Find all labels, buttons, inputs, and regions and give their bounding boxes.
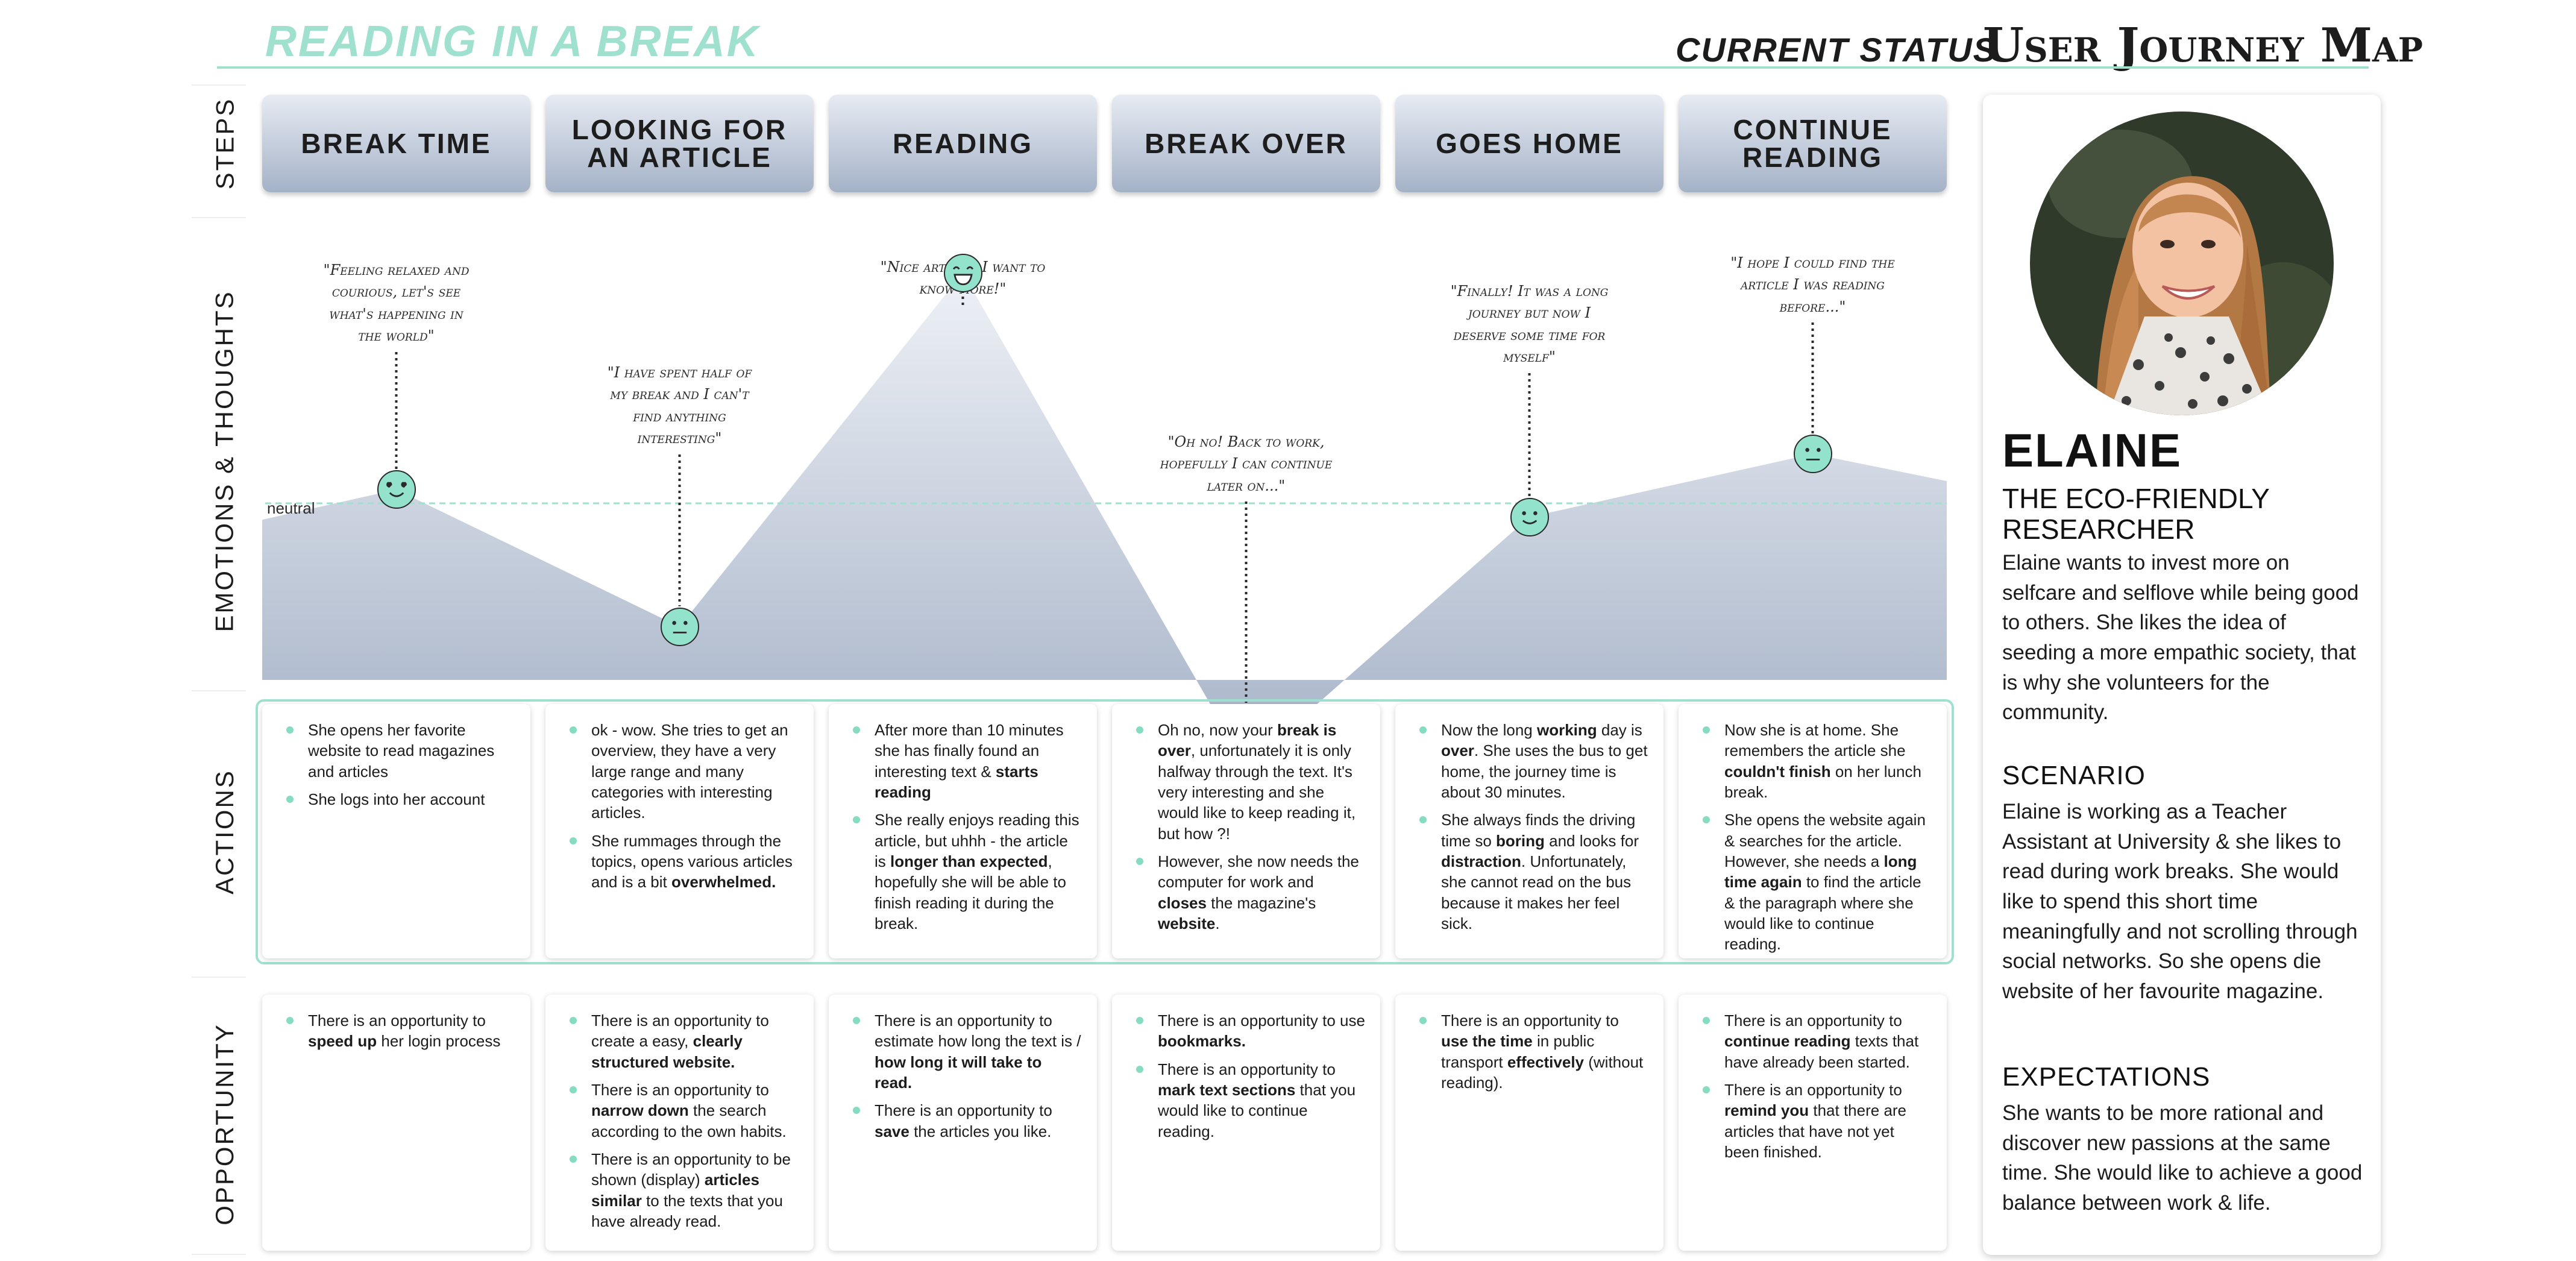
step-reading: READING xyxy=(829,95,1097,192)
row-divider xyxy=(192,84,246,86)
emotion-quote: "I hope I could find the article I was r… xyxy=(1730,254,1895,315)
journey-title: READING IN A BREAK xyxy=(265,17,760,66)
opportunity-item: There is an opportunity to remind you th… xyxy=(1703,1080,1932,1162)
opportunity-card: There is an opportunity to speed up her … xyxy=(262,995,530,1251)
persona-avatar xyxy=(2030,112,2334,415)
action-card: After more than 10 minutes she has final… xyxy=(829,704,1097,958)
emotion-quote: "Finally! It was a long journey but now … xyxy=(1450,283,1609,366)
step-looking-for-article: LOOKING FOR AN ARTICLE xyxy=(545,95,814,192)
row-divider xyxy=(192,690,246,691)
step-goes-home: GOES HOME xyxy=(1395,95,1663,192)
opportunity-list: There is an opportunity to use the time … xyxy=(1410,1010,1649,1093)
persona-role: THE ECO-FRIENDLY RESEARCHER xyxy=(2002,483,2270,545)
action-list: Now she is at home. She remembers the ar… xyxy=(1693,720,1932,954)
row-divider xyxy=(192,1254,246,1255)
opportunity-list: There is an opportunity to continue read… xyxy=(1693,1010,1932,1162)
action-card: ok - wow. She tries to get an overview, … xyxy=(545,704,814,958)
opportunity-item: There is an opportunity to be shown (dis… xyxy=(570,1149,799,1231)
opportunity-list: There is an opportunity to speed up her … xyxy=(277,1010,516,1052)
opportunity-item: There is an opportunity to use the time … xyxy=(1419,1010,1649,1093)
action-card: Oh no, now your break is over, unfortuna… xyxy=(1112,704,1380,958)
row-divider xyxy=(192,217,246,218)
action-item: She opens the website again & searches f… xyxy=(1703,810,1932,954)
opportunity-card: There is an opportunity to create a easy… xyxy=(545,995,814,1251)
action-list: After more than 10 minutes she has final… xyxy=(843,720,1082,934)
opportunity-card: There is an opportunity to use the time … xyxy=(1395,995,1663,1251)
opportunity-card: There is an opportunity to use bookmarks… xyxy=(1112,995,1380,1251)
opportunity-card: There is an opportunity to estimate how … xyxy=(829,995,1097,1251)
opportunity-item: There is an opportunity to continue read… xyxy=(1703,1010,1932,1072)
action-item: She rummages through the topics, opens v… xyxy=(570,831,799,893)
action-item: Now she is at home. She remembers the ar… xyxy=(1703,720,1932,802)
action-list: ok - wow. She tries to get an overview, … xyxy=(560,720,799,893)
very-happy-face-icon xyxy=(943,253,982,292)
map-title: User Journey Map xyxy=(1983,18,2423,73)
step-break-time: BREAK TIME xyxy=(262,95,530,192)
action-list: She opens her favorite website to read m… xyxy=(277,720,516,810)
persona-name: ELAINE xyxy=(2002,424,2182,477)
step-break-over: BREAK OVER xyxy=(1112,95,1380,192)
smile-face-icon xyxy=(1510,497,1549,536)
header-divider xyxy=(217,66,2369,69)
opportunity-item: There is an opportunity to mark text sec… xyxy=(1136,1059,1366,1142)
opportunity-item: There is an opportunity to speed up her … xyxy=(286,1010,516,1052)
status-label: CURRENT STATUS xyxy=(1676,31,1997,69)
emotion-area xyxy=(262,272,1947,767)
action-item: After more than 10 minutes she has final… xyxy=(853,720,1082,802)
action-item: ok - wow. She tries to get an overview, … xyxy=(570,720,799,823)
neutral-face-icon xyxy=(660,607,699,646)
action-item: She logs into her account xyxy=(286,789,516,810)
actions-frame xyxy=(256,699,1954,964)
opportunity-list: There is an opportunity to use bookmarks… xyxy=(1126,1010,1366,1142)
action-list: Now the long working day is over. She us… xyxy=(1410,720,1649,934)
neutral-label: neutral xyxy=(267,499,315,517)
opportunity-item: There is an opportunity to use bookmarks… xyxy=(1136,1010,1366,1052)
action-card: Now the long working day is over. She us… xyxy=(1395,704,1663,958)
emotion-quote: "Oh no! Back to work, hopefully I can co… xyxy=(1160,433,1333,494)
expectations-heading: EXPECTATIONS xyxy=(2002,1062,2211,1092)
opportunity-item: There is an opportunity to narrow down t… xyxy=(570,1080,799,1142)
action-item: She opens her favorite website to read m… xyxy=(286,720,516,782)
persona-card: ELAINE THE ECO-FRIENDLY RESEARCHER Elain… xyxy=(1983,95,2381,1255)
expectations-text: She wants to be more rational and discov… xyxy=(2002,1101,2363,1215)
neutral-face-icon xyxy=(1793,435,1832,474)
opportunity-item: There is an opportunity to create a easy… xyxy=(570,1010,799,1072)
action-item: She always finds the driving time so bor… xyxy=(1419,810,1649,934)
action-list: Oh no, now your break is over, unfortuna… xyxy=(1126,720,1366,934)
persona-bio: Elaine wants to invest more on selfcare … xyxy=(2002,551,2359,725)
emotion-quote: "I have spent half of my break and I can… xyxy=(607,364,752,447)
in-love-face-icon xyxy=(377,470,416,509)
action-item: She really enjoys reading this article, … xyxy=(853,810,1082,934)
action-card: Now she is at home. She remembers the ar… xyxy=(1679,704,1947,958)
step-continue-reading: CONTINUE READING xyxy=(1679,95,1947,192)
scenario-text: Elaine is working as a Teacher Assistant… xyxy=(2002,800,2358,1004)
emotion-quote: "Feeling relaxed and courious, let's see… xyxy=(323,262,470,345)
opportunity-item: There is an opportunity to save the arti… xyxy=(853,1100,1082,1142)
opportunity-card: There is an opportunity to continue read… xyxy=(1679,995,1947,1251)
action-item: Now the long working day is over. She us… xyxy=(1419,720,1649,802)
action-card: She opens her favorite website to read m… xyxy=(262,704,530,958)
action-item: However, she now needs the computer for … xyxy=(1136,851,1366,934)
opportunity-list: There is an opportunity to create a easy… xyxy=(560,1010,799,1231)
opportunity-item: There is an opportunity to estimate how … xyxy=(853,1010,1082,1093)
row-divider xyxy=(192,976,246,978)
scenario-heading: SCENARIO xyxy=(2002,761,2146,790)
action-item: Oh no, now your break is over, unfortuna… xyxy=(1136,720,1366,844)
opportunity-list: There is an opportunity to estimate how … xyxy=(843,1010,1082,1142)
